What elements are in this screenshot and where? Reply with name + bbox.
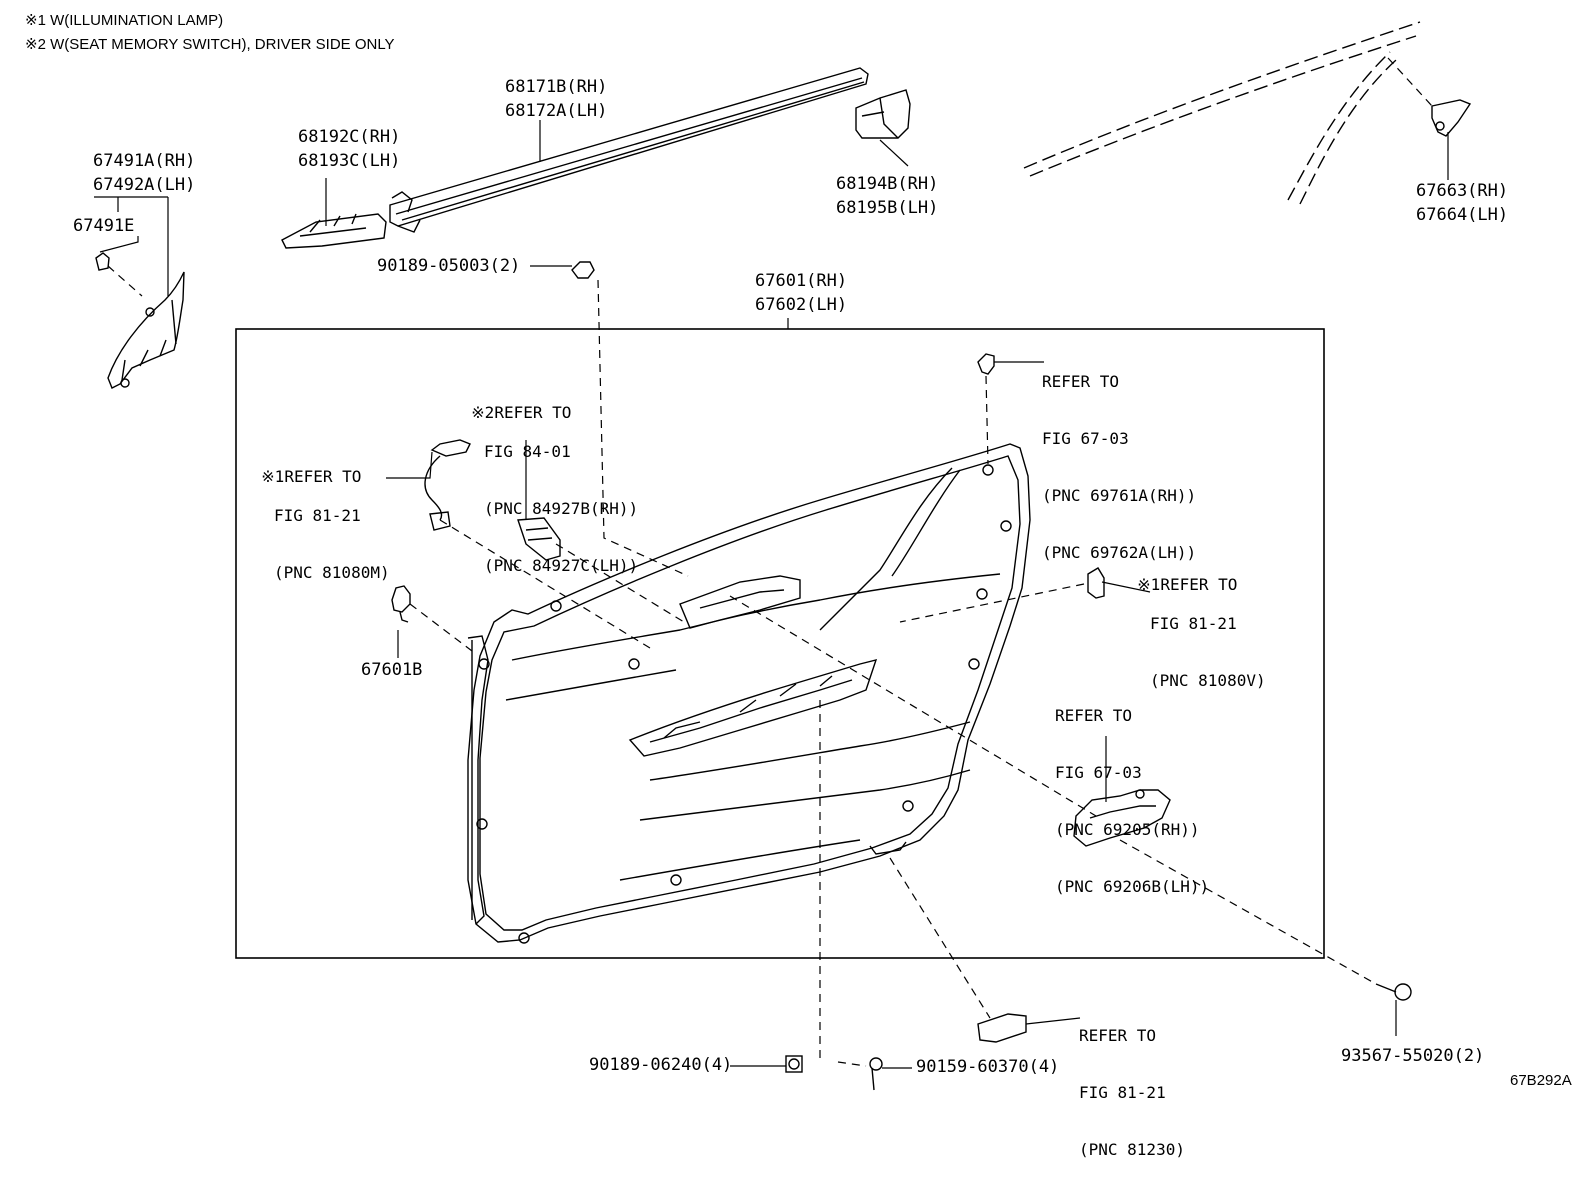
weatherstrip-end-piece — [281, 213, 387, 249]
ref-line: (PNC 69205(RH)) — [1055, 820, 1200, 839]
figure-id: 67B292A — [1510, 1072, 1572, 1089]
ref-line: (PNC 69762A(LH)) — [1042, 543, 1197, 562]
ref-line: (PNC 69206B(LH)) — [1055, 877, 1210, 896]
refer-to-fig-81-21-81230: REFER TO FIG 81-21 (PNC 81230) — [1079, 988, 1185, 1178]
refer-to-fig-81-21-m-lines: FIG 81-21 (PNC 81080M) — [274, 468, 390, 601]
ref-line: REFER TO — [494, 403, 572, 422]
ref-line: FIG 81-21 — [274, 506, 361, 525]
part-label-68171b: 68171B(RH) — [505, 77, 608, 97]
screw-90159 — [869, 1057, 883, 1091]
seat-memory-switch — [517, 517, 561, 561]
solid-leader-lines — [94, 120, 1449, 1069]
ref-line: (PNC 84927C(LH)) — [484, 556, 639, 575]
part-label-90189-06240: 90189-06240(4) — [589, 1055, 733, 1075]
part-label-68192c: 68192C(RH) — [298, 127, 401, 147]
belt-moulding-strip — [389, 67, 869, 233]
screw-93567 — [1375, 983, 1412, 1001]
clip-67601b — [391, 585, 411, 623]
refer-to-fig-67-03-a: REFER TO FIG 67-03 (PNC 69761A(RH)) (PNC… — [1042, 334, 1196, 581]
ref-line: REFER TO — [1079, 1026, 1157, 1045]
ref-line: FIG 67-03 — [1055, 763, 1142, 782]
note-seat-memory-switch: ※2 W(SEAT MEMORY SWITCH), DRIVER SIDE ON… — [25, 36, 395, 53]
ref-prefix: ※1 — [1137, 575, 1161, 594]
part-label-93567-55020: 93567-55020(2) — [1341, 1046, 1485, 1066]
door-trim-exploded-diagram — [94, 21, 1472, 1091]
part-label-68172a: 68172A(LH) — [505, 101, 608, 121]
mirror-garnish-67663 — [1431, 99, 1472, 137]
ref-line: REFER TO — [1055, 706, 1133, 725]
corner-garnish-part — [107, 271, 185, 389]
note-illumination-lamp: ※1 W(ILLUMINATION LAMP) — [25, 12, 224, 29]
part-label-68194b: 68194B(RH) — [836, 174, 939, 194]
dashed-leader-lines — [107, 57, 1433, 1067]
ref-line: (PNC 84927B(RH)) — [484, 499, 639, 518]
window-frame-outline — [1023, 21, 1421, 205]
refer-to-fig-84-01: ※2REFER TO — [452, 384, 571, 422]
part-label-67602: 67602(LH) — [755, 295, 848, 315]
ref-line: REFER TO — [1160, 575, 1238, 594]
lamp-81080v — [1087, 567, 1105, 599]
part-label-67491e: 67491E — [73, 216, 135, 236]
clip-67491e — [95, 252, 110, 271]
refer-to-fig-84-01-lines: FIG 84-01 (PNC 84927B(RH)) (PNC 84927C(L… — [484, 404, 638, 594]
ref-line: (PNC 81080V) — [1150, 671, 1266, 690]
refer-to-fig-81-21-v: ※1REFER TO — [1118, 556, 1237, 594]
ref-line: FIG 81-21 — [1150, 614, 1237, 633]
illumination-lamp-wire — [424, 439, 471, 531]
inside-handle-69205 — [1073, 789, 1171, 847]
assembly-frame-box — [235, 328, 1325, 959]
ref-line: (PNC 81080M) — [274, 563, 390, 582]
door-trim-panel — [467, 443, 1031, 944]
part-label-68195b: 68195B(LH) — [836, 198, 939, 218]
part-label-67491a: 67491A(RH) — [93, 151, 196, 171]
part-label-90189-05003: 90189-05003(2) — [377, 256, 521, 276]
clip-69761a — [977, 353, 995, 375]
refer-to-fig-81-21-m: ※1REFER TO — [242, 448, 361, 486]
part-label-67601: 67601(RH) — [755, 271, 848, 291]
part-label-67664: 67664(LH) — [1416, 205, 1509, 225]
ref-line: REFER TO — [1042, 372, 1120, 391]
ref-line: FIG 81-21 — [1079, 1083, 1166, 1102]
ref-line: FIG 67-03 — [1042, 429, 1129, 448]
ref-line: (PNC 69761A(RH)) — [1042, 486, 1197, 505]
moulding-end-cap — [855, 89, 911, 139]
ref-line: (PNC 81230) — [1079, 1140, 1185, 1159]
part-label-67601b: 67601B — [361, 660, 423, 680]
lamp-81230 — [977, 1013, 1027, 1043]
refer-to-fig-81-21-v-lines: FIG 81-21 (PNC 81080V) — [1150, 576, 1266, 709]
ref-prefix: ※2 — [471, 403, 495, 422]
ref-line: FIG 84-01 — [484, 442, 571, 461]
clip-90189-06240 — [785, 1055, 803, 1073]
ref-line: REFER TO — [284, 467, 362, 486]
clip-90189-05003 — [571, 261, 595, 279]
part-label-68193c: 68193C(LH) — [298, 151, 401, 171]
refer-to-fig-67-03-b: REFER TO FIG 67-03 (PNC 69205(RH)) (PNC … — [1055, 668, 1209, 915]
part-label-67663: 67663(RH) — [1416, 181, 1509, 201]
part-label-67492a: 67492A(LH) — [93, 175, 196, 195]
ref-prefix: ※1 — [261, 467, 285, 486]
part-label-90159-60370: 90159-60370(4) — [916, 1057, 1060, 1077]
